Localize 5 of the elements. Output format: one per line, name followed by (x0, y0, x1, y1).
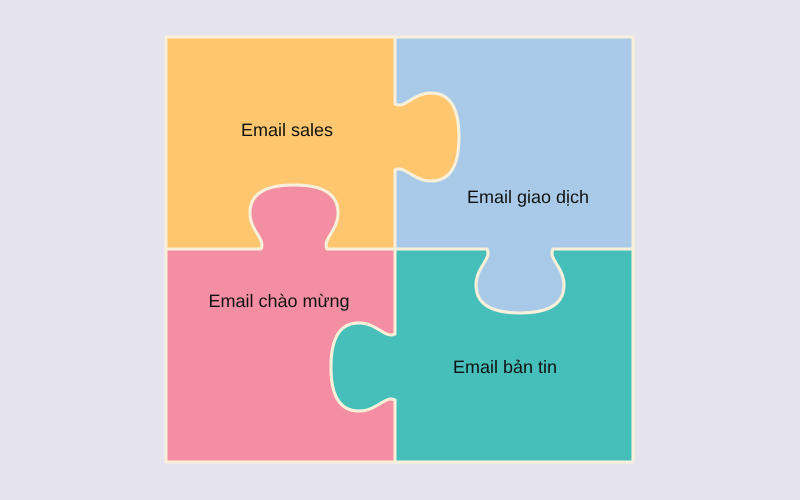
piece-label: Email giao dịch (466, 186, 590, 208)
piece-label: Email sales (240, 119, 334, 141)
puzzle-piece (164, 183, 397, 464)
piece-label: Email bản tin (452, 356, 558, 378)
piece-label: Email chào mừng (208, 290, 350, 312)
